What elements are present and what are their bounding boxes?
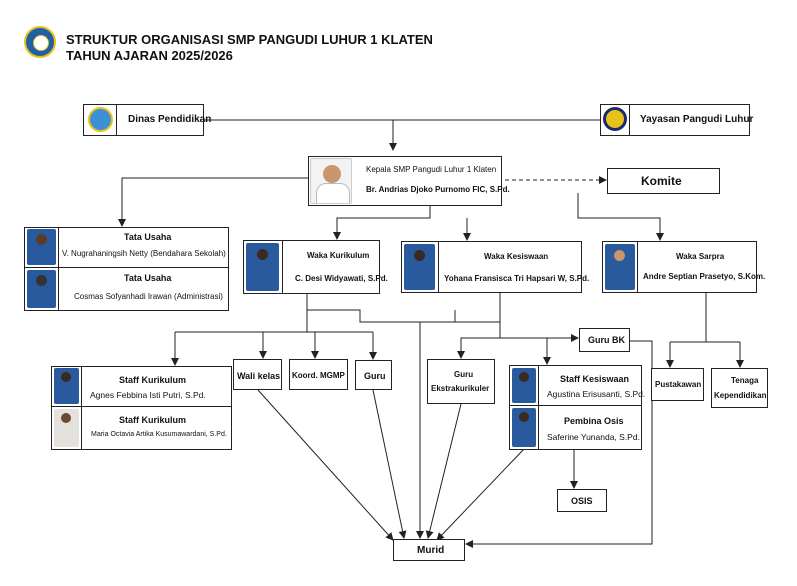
tata-usaha-photo-divider xyxy=(58,227,59,311)
murid-box xyxy=(393,539,465,561)
staff-kurikulum-title-1: Staff Kurikulum xyxy=(119,375,187,385)
komite-label: Komite xyxy=(641,174,682,188)
wali-kelas-box xyxy=(233,359,282,390)
dinas-label: Dinas Pendidikan xyxy=(128,114,212,125)
waka-sarpra-name: Andre Septian Prasetyo, S.Kom. xyxy=(643,272,766,281)
tata-usaha-name-2: Cosmas Sofyanhadi Irawan (Administrasi) xyxy=(74,292,223,301)
guru-bk-label: Guru BK xyxy=(588,335,625,345)
waka-kurikulum-title: Waka Kurikulum xyxy=(307,251,370,260)
murid-label: Murid xyxy=(417,545,445,556)
waka-sarpra-title: Waka Sarpra xyxy=(676,252,725,261)
tata-usaha-divider xyxy=(24,267,229,268)
osis-label: OSIS xyxy=(571,496,593,506)
guru-box xyxy=(355,360,392,390)
staff-kurikulum-name-2: Maria Octavia Artika Kusumawardani, S.Pd… xyxy=(91,431,227,438)
kepala-title: Kepala SMP Pangudi Luhur 1 Klaten xyxy=(366,165,497,174)
waka-kurikulum-photo xyxy=(246,243,279,291)
staff-kurikulum-title-2: Staff Kurikulum xyxy=(119,415,187,425)
koord-mgmp-label: Koord. MGMP xyxy=(292,371,345,380)
page-subtitle: TAHUN AJARAN 2025/2026 xyxy=(66,48,233,63)
header-logo xyxy=(24,26,56,58)
logo-star-icon xyxy=(33,35,49,51)
waka-kesiswaan-name: Yohana Fransisca Tri Hapsari W, S.Pd. xyxy=(444,274,590,283)
tenaga-label-2: Kependidikan xyxy=(714,391,767,400)
dinas-logo-icon xyxy=(88,107,113,132)
yayasan-logo-icon xyxy=(603,107,627,131)
kepala-name: Br. Andrias Djoko Purnomo FIC, S.Pd. xyxy=(366,185,510,194)
staff-kurikulum-photo-1 xyxy=(54,368,79,404)
kepala-photo xyxy=(310,158,352,204)
tenaga-kependidikan-box xyxy=(711,368,768,408)
pembina-osis-name: Saferine Yunanda, S.Pd. xyxy=(547,432,640,442)
tata-usaha-title-2: Tata Usaha xyxy=(124,273,172,283)
pembina-osis-photo xyxy=(512,408,536,447)
waka-sarpra-photo xyxy=(605,244,635,290)
pustakawan-label: Pustakawan xyxy=(655,380,702,389)
wali-kelas-label: Wali kelas xyxy=(237,371,281,381)
waka-kurikulum-name: C. Desi Widyawati, S.Pd. xyxy=(295,274,388,283)
waka-kesiswaan-photo xyxy=(404,244,435,290)
tata-usaha-name-1: V. Nugrahaningsih Netty (Bendahara Sekol… xyxy=(62,249,226,258)
tenaga-label-1: Tenaga xyxy=(731,376,759,385)
staff-kesiswaan-name: Agustina Erisusanti, S.Pd. xyxy=(547,389,646,399)
yayasan-label: Yayasan Pangudi Luhur xyxy=(640,114,754,125)
pustakawan-box xyxy=(651,368,704,401)
guru-bk-box xyxy=(579,328,630,352)
staff-kurikulum-photo-2 xyxy=(54,409,79,447)
page-title: STRUKTUR ORGANISASI SMP PANGUDI LUHUR 1 … xyxy=(66,32,433,47)
tata-usaha-title-1: Tata Usaha xyxy=(124,232,172,242)
guru-ekstra-label-1: Guru xyxy=(454,370,474,379)
guru-label: Guru xyxy=(364,371,386,381)
staff-kesiswaan-title: Staff Kesiswaan xyxy=(560,374,630,384)
tata-usaha-photo-2 xyxy=(27,270,56,308)
staff-kurikulum-name-1: Agnes Febbina Isti Putri, S.Pd. xyxy=(90,390,206,400)
guru-ekstra-label-2: Ekstrakurikuler xyxy=(431,384,490,393)
waka-kesiswaan-title: Waka Kesiswaan xyxy=(484,252,549,261)
osis-box xyxy=(557,489,607,512)
guru-ekstrakurikuler-box xyxy=(427,359,495,404)
staff-kesiswaan-photo xyxy=(512,368,536,403)
komite-box xyxy=(607,168,720,194)
tata-usaha-photo-1 xyxy=(27,229,56,265)
pembina-osis-title: Pembina Osis xyxy=(564,416,624,426)
koord-mgmp-box xyxy=(289,359,348,390)
